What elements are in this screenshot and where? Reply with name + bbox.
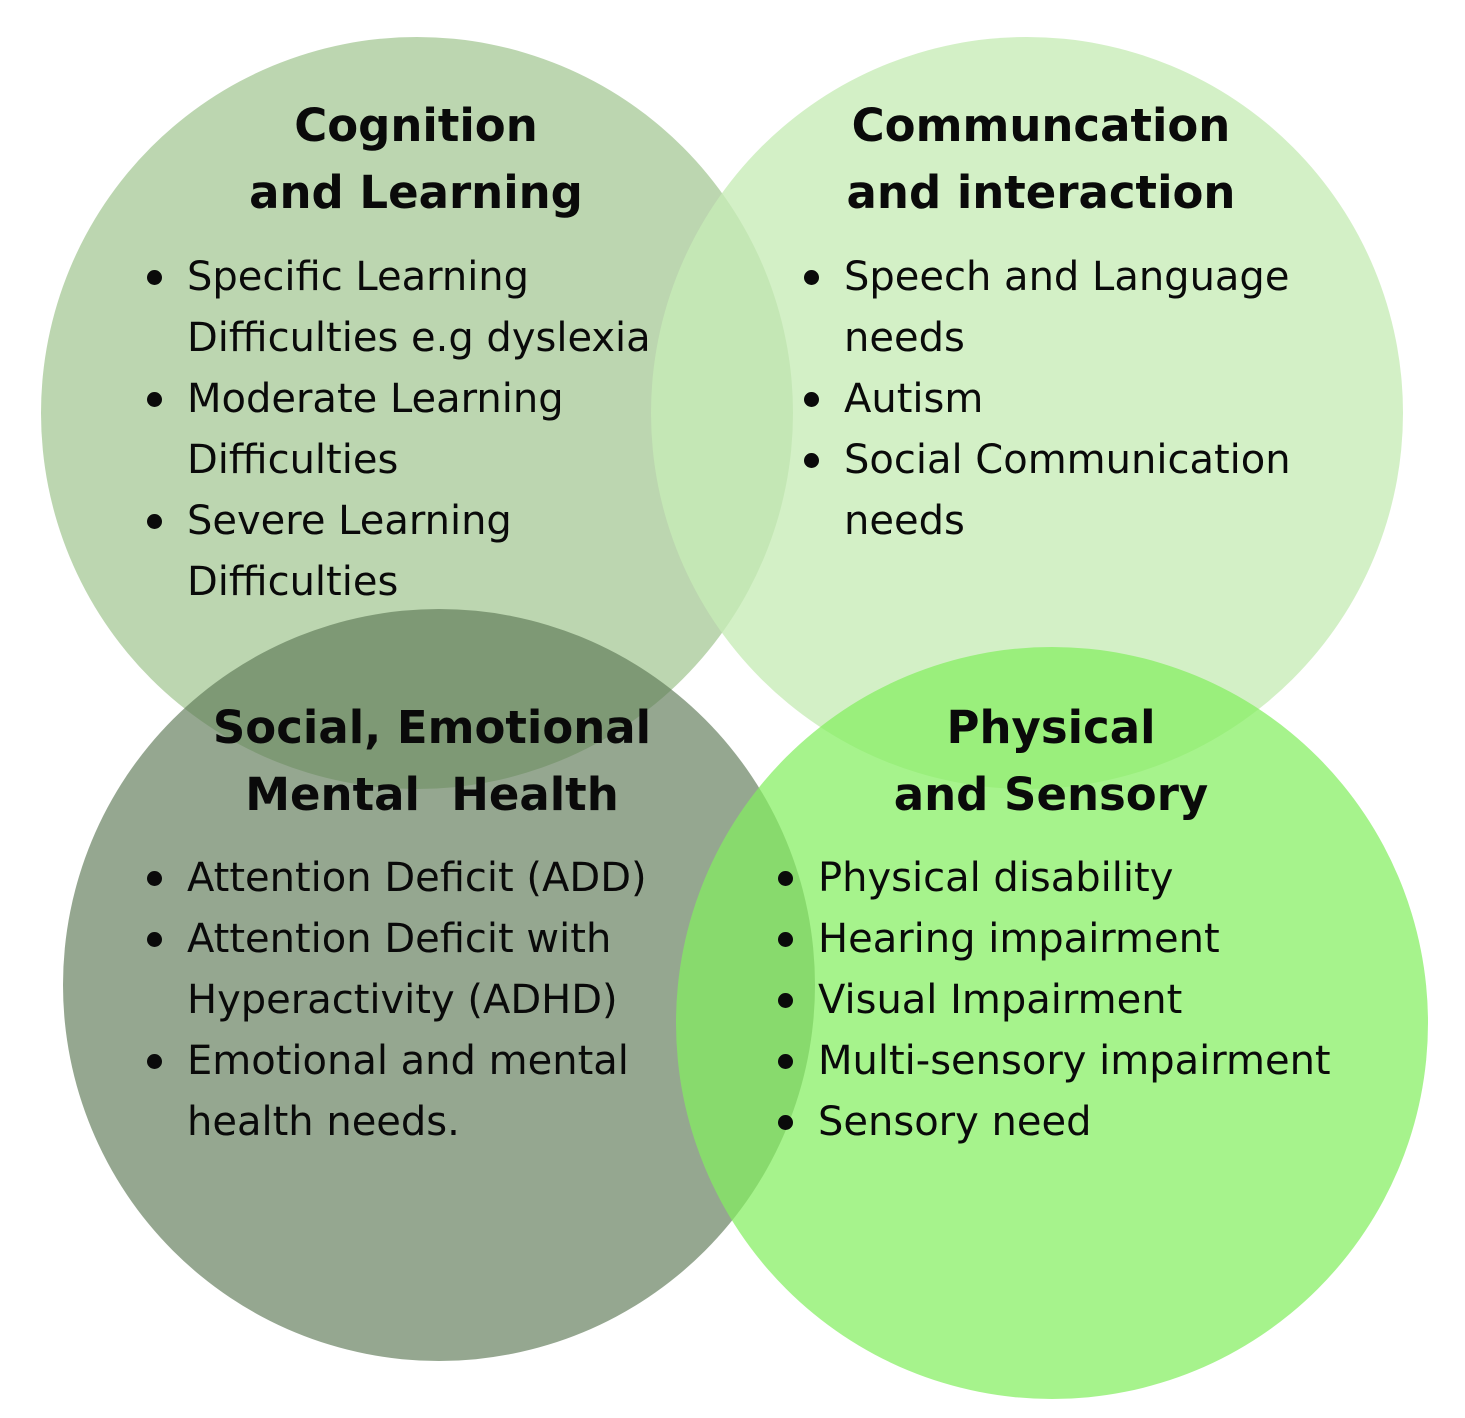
social-emotional-title: Social, Emotional Mental Health [213, 694, 651, 828]
communication-title-line-2: and interaction [846, 166, 1236, 219]
list-item: Specific Learning Difficulties e.g dysle… [145, 247, 651, 369]
list-item-text: Severe Learning Difficulties [187, 498, 512, 605]
cognition-title-line-2: and Learning [249, 166, 583, 219]
list-item-text: Specific Learning Difficulties e.g dysle… [187, 254, 651, 361]
list-item-text: Emotional and mental health needs. [187, 1038, 629, 1145]
physical-sensory-circle [676, 647, 1428, 1399]
list-item-text: Hearing impairment [818, 916, 1220, 962]
list-item: Hearing impairment [776, 909, 1331, 970]
list-item-text: Visual Impairment [818, 977, 1183, 1023]
list-item-text: Speech and Language needs [844, 254, 1290, 361]
communication-list: Speech and Language needs Autism Social … [802, 247, 1291, 552]
list-item-text: Moderate Learning Difficulties [187, 376, 564, 483]
list-item: Attention Deficit (ADD) [145, 848, 647, 909]
list-item-text: Physical disability [818, 855, 1174, 901]
list-item-text: Autism [844, 376, 984, 422]
physical-sensory-title: Physical and Sensory [894, 694, 1208, 828]
cognition-list: Specific Learning Difficulties e.g dysle… [145, 247, 651, 613]
list-item: Sensory need [776, 1092, 1331, 1153]
list-item: Moderate Learning Difficulties [145, 369, 651, 491]
list-item-text: Attention Deficit (ADD) [187, 855, 647, 901]
social-emotional-title-line-1: Social, Emotional [212, 701, 652, 754]
list-item: Emotional and mental health needs. [145, 1031, 647, 1153]
cognition-title-line-1: Cognition [294, 99, 538, 152]
list-item-text: Sensory need [818, 1099, 1092, 1145]
cognition-title: Cognition and Learning [249, 92, 583, 226]
social-emotional-list: Attention Deficit (ADD) Attention Defici… [145, 848, 647, 1153]
list-item-text: Social Communication needs [844, 437, 1291, 544]
social-emotional-title-line-2: Mental Health [245, 768, 619, 821]
list-item: Physical disability [776, 848, 1331, 909]
list-item-text: Multi-sensory impairment [818, 1038, 1331, 1084]
physical-sensory-title-line-2: and Sensory [893, 768, 1209, 821]
list-item: Autism [802, 369, 1291, 430]
physical-sensory-list: Physical disability Hearing impairment V… [776, 848, 1331, 1153]
list-item-text: Attention Deficit with Hyperactivity (AD… [187, 916, 618, 1023]
list-item: Speech and Language needs [802, 247, 1291, 369]
list-item: Multi-sensory impairment [776, 1031, 1331, 1092]
list-item: Attention Deficit with Hyperactivity (AD… [145, 909, 647, 1031]
list-item: Visual Impairment [776, 970, 1331, 1031]
list-item: Social Communication needs [802, 430, 1291, 552]
list-item: Severe Learning Difficulties [145, 491, 651, 613]
physical-sensory-title-line-1: Physical [946, 701, 1156, 754]
communication-title-line-1: Communcation [851, 99, 1231, 152]
communication-title: Communcation and interaction [847, 92, 1236, 226]
